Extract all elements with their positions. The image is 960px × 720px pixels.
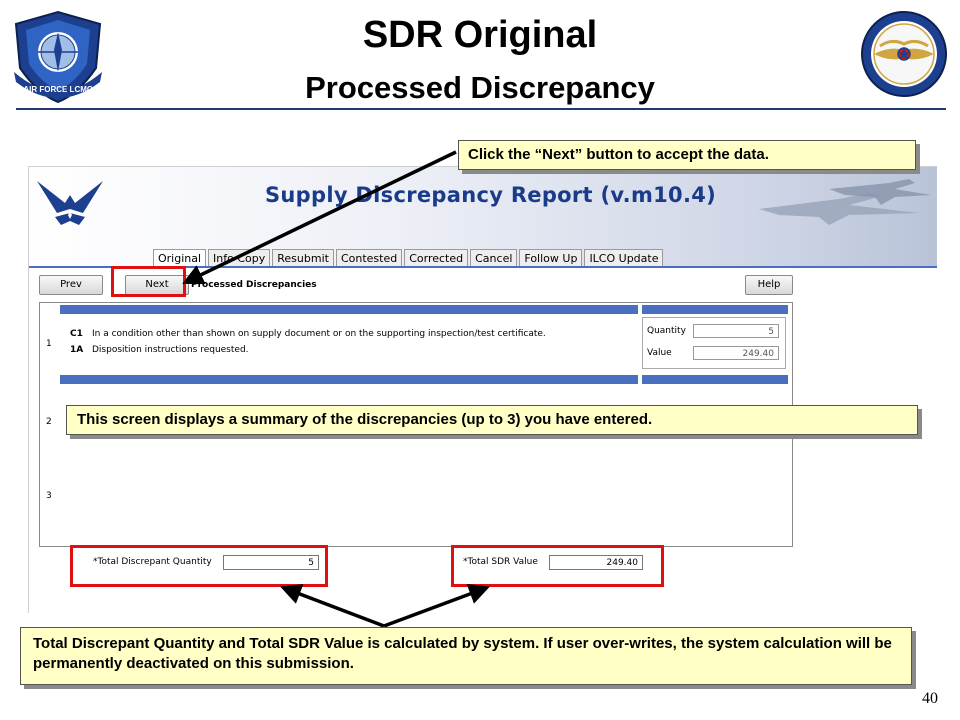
summary-callout: This screen displays a summary of the di…	[66, 405, 918, 435]
total-sdr-value-field[interactable]: 249.40	[549, 555, 643, 570]
next-callout: Click the “Next” button to accept the da…	[458, 140, 916, 170]
quantity-value-box: Quantity 5 Value 249.40	[642, 317, 786, 369]
air-force-lcmc-shield-logo: AIR FORCE LCMC	[14, 10, 102, 104]
row-footer-bar	[642, 375, 788, 384]
row-number: 2	[46, 417, 52, 427]
fighter-jets-image	[759, 179, 931, 225]
total-quantity-highlight	[70, 545, 328, 587]
tab-corrected[interactable]: Corrected	[404, 249, 469, 267]
tab-original[interactable]: Original	[153, 249, 207, 267]
quantity-label: Quantity	[647, 326, 686, 336]
tab-ilco-update[interactable]: ILCO Update	[584, 249, 664, 267]
air-force-wing-icon	[37, 181, 103, 225]
tab-follow-up[interactable]: Follow Up	[519, 249, 583, 267]
discrepancy-code: C1	[70, 329, 83, 339]
total-quantity-label: *Total Discrepant Quantity	[93, 557, 212, 567]
row-header-bar	[642, 305, 788, 314]
app-banner-title: Supply Discrepancy Report (v.m10.4)	[265, 183, 717, 207]
quantity-field[interactable]: 5	[693, 324, 779, 338]
row-footer-bar	[60, 375, 638, 384]
row-number: 1	[46, 339, 52, 349]
section-label: Processed Discrepancies	[191, 280, 317, 290]
total-quantity-field[interactable]: 5	[223, 555, 319, 570]
tab-resubmit[interactable]: Resubmit	[272, 249, 334, 267]
tab-cancel[interactable]: Cancel	[470, 249, 518, 267]
tab-underline	[29, 266, 937, 268]
slide-page-number: 40	[922, 690, 938, 707]
tab-info-copy[interactable]: Info Copy	[208, 249, 271, 267]
tab-bar: Original Info Copy Resubmit Contested Co…	[153, 249, 664, 267]
tab-contested[interactable]: Contested	[335, 249, 403, 267]
totals-callout: Total Discrepant Quantity and Total SDR …	[20, 627, 912, 685]
command-emblem-logo	[861, 11, 947, 97]
value-label: Value	[647, 348, 672, 358]
row-header-bar	[60, 305, 638, 314]
discrepancy-description: Disposition instructions requested.	[92, 345, 249, 355]
slide-title: SDR Original	[362, 14, 598, 56]
value-field[interactable]: 249.40	[693, 346, 779, 360]
help-button[interactable]: Help	[745, 275, 793, 295]
total-sdr-value-label: *Total SDR Value	[463, 557, 538, 567]
app-banner: Supply Discrepancy Report (v.m10.4) Orig…	[29, 167, 937, 268]
total-value-highlight	[451, 545, 664, 587]
row-number: 3	[46, 491, 52, 501]
slide-subtitle: Processed Discrepancy	[305, 70, 655, 105]
title-divider	[16, 108, 946, 110]
logo-ring-text: AIR FORCE LCMC	[23, 85, 93, 94]
discrepancy-code: 1A	[70, 345, 84, 355]
discrepancy-description: In a condition other than shown on suppl…	[92, 329, 546, 339]
prev-button[interactable]: Prev	[39, 275, 103, 295]
next-button-highlight	[111, 266, 186, 297]
